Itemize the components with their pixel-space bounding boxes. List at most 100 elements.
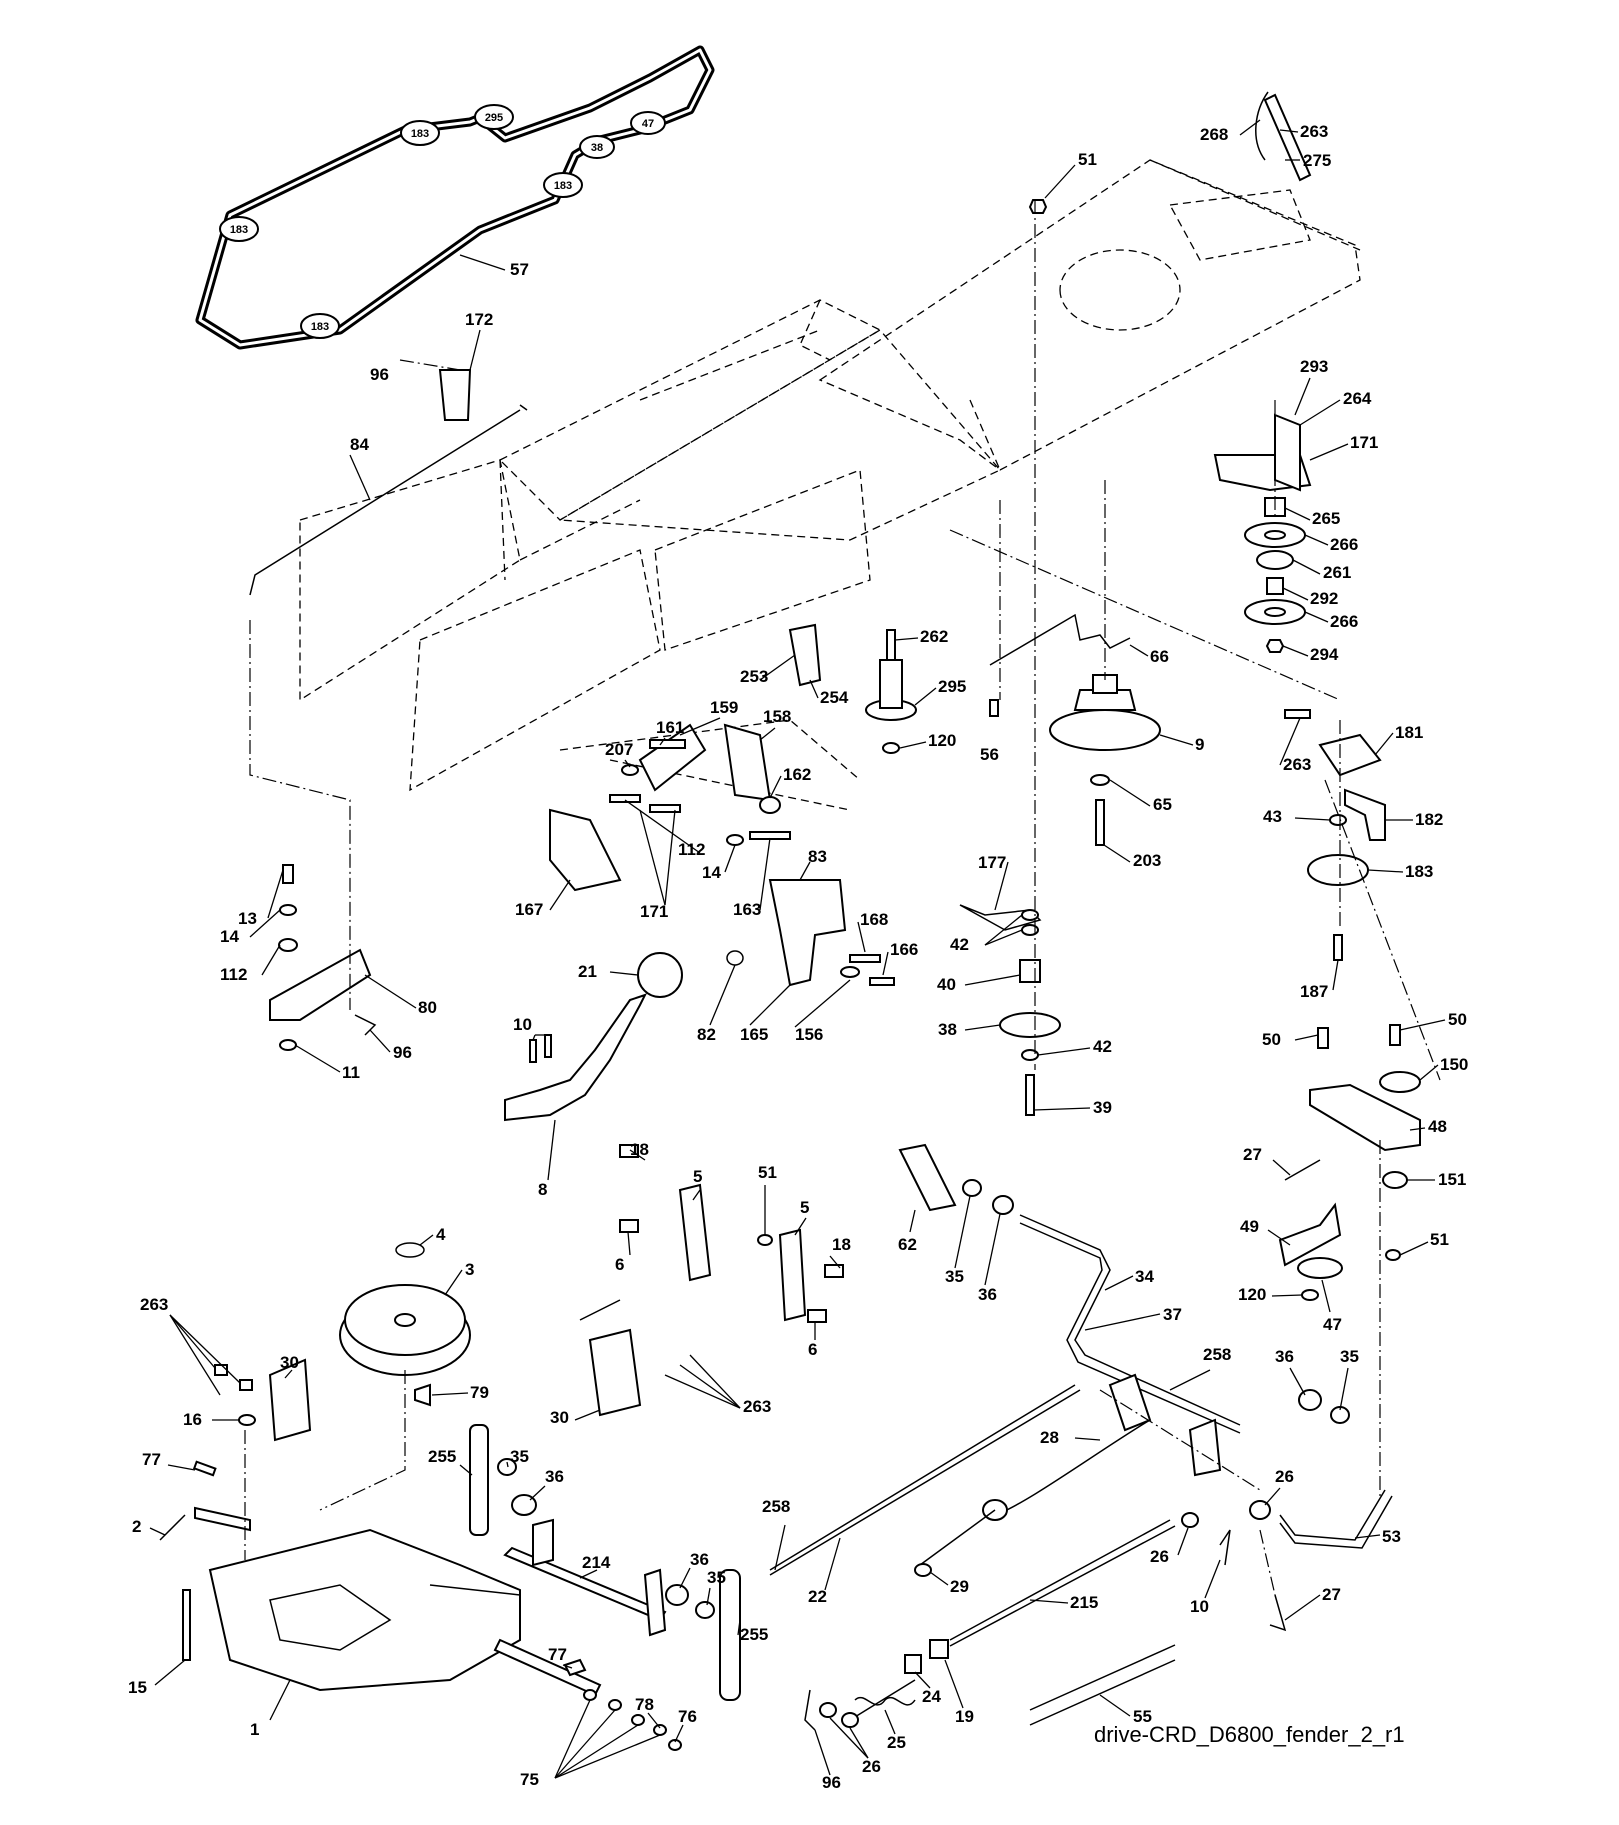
label-27: 27 bbox=[1322, 1585, 1341, 1604]
part-161 bbox=[649, 739, 686, 749]
part-36-c bbox=[992, 1195, 1014, 1215]
label-38: 38 bbox=[938, 1020, 957, 1039]
part-50-a bbox=[1317, 1027, 1329, 1049]
label-83: 83 bbox=[808, 847, 827, 866]
part-255-a bbox=[469, 1424, 489, 1536]
part-35-b bbox=[695, 1601, 715, 1619]
part-215 bbox=[949, 1519, 1171, 1641]
part-2 bbox=[159, 1514, 186, 1541]
label-62: 62 bbox=[898, 1235, 917, 1254]
part-82 bbox=[726, 950, 744, 966]
label-29: 29 bbox=[950, 1577, 969, 1596]
part-207 bbox=[621, 764, 639, 776]
label-261: 261 bbox=[1323, 563, 1351, 582]
label-214: 214 bbox=[582, 1553, 611, 1572]
part-40 bbox=[1019, 959, 1041, 983]
part-8 bbox=[504, 993, 647, 1122]
label-75: 75 bbox=[520, 1770, 539, 1789]
part-18-b bbox=[824, 1264, 844, 1278]
label-22: 22 bbox=[808, 1587, 827, 1606]
part-167 bbox=[549, 808, 622, 892]
part-77-a bbox=[192, 1460, 217, 1477]
label-56: 56 bbox=[980, 745, 999, 764]
part-19 bbox=[929, 1639, 949, 1659]
part-27-a bbox=[1284, 1159, 1321, 1181]
belt-tag-183-b: 183 bbox=[543, 172, 583, 198]
label-158: 158 bbox=[763, 707, 791, 726]
label-203: 203 bbox=[1133, 851, 1161, 870]
label-26-c: 26 bbox=[1275, 1467, 1294, 1486]
label-25: 25 bbox=[887, 1733, 906, 1752]
label-165: 165 bbox=[740, 1025, 768, 1044]
label-255: 255 bbox=[428, 1447, 456, 1466]
label-262: 262 bbox=[920, 627, 948, 646]
label-80: 80 bbox=[418, 998, 437, 1017]
label-183: 183 bbox=[1405, 862, 1433, 881]
label-177: 177 bbox=[978, 853, 1006, 872]
label-171-b: 171 bbox=[640, 902, 668, 921]
part-182 bbox=[1344, 788, 1386, 841]
svg-text:183: 183 bbox=[311, 321, 329, 333]
label-51-c: 51 bbox=[1430, 1230, 1449, 1249]
label-19: 19 bbox=[955, 1707, 974, 1726]
label-35-d: 35 bbox=[1340, 1347, 1359, 1366]
label-163: 163 bbox=[733, 900, 761, 919]
label-36-d: 36 bbox=[1275, 1347, 1294, 1366]
label-2: 2 bbox=[132, 1517, 141, 1536]
label-8: 8 bbox=[538, 1180, 547, 1199]
label-40: 40 bbox=[937, 975, 956, 994]
label-18-b: 18 bbox=[832, 1235, 851, 1254]
label-151: 151 bbox=[1438, 1170, 1466, 1189]
label-150: 150 bbox=[1440, 1055, 1468, 1074]
part-77-b bbox=[563, 1658, 587, 1677]
part-66 bbox=[989, 613, 1131, 666]
part-62 bbox=[898, 1143, 957, 1212]
part-16 bbox=[238, 1414, 256, 1426]
label-112-b: 112 bbox=[220, 965, 247, 984]
label-37: 37 bbox=[1163, 1305, 1182, 1324]
part-38 bbox=[999, 1012, 1061, 1038]
label-263-c: 263 bbox=[1283, 755, 1311, 774]
label-1: 1 bbox=[250, 1720, 259, 1739]
label-9: 9 bbox=[1195, 735, 1204, 754]
belt-tag-183-c: 183 bbox=[219, 216, 259, 242]
label-96-b: 96 bbox=[393, 1043, 412, 1062]
svg-text:38: 38 bbox=[591, 142, 603, 154]
part-47 bbox=[1297, 1257, 1343, 1279]
label-161: 161 bbox=[656, 718, 684, 737]
part-263-bolt bbox=[1284, 709, 1311, 719]
part-25 bbox=[854, 1696, 916, 1706]
part-112 bbox=[278, 938, 298, 952]
label-43: 43 bbox=[1263, 807, 1282, 826]
part-151 bbox=[1382, 1171, 1408, 1189]
part-261 bbox=[1256, 550, 1294, 570]
part-30-a bbox=[268, 1358, 312, 1442]
part-27-b bbox=[1269, 1594, 1287, 1632]
svg-text:295: 295 bbox=[485, 112, 503, 124]
belt-pulley-tags: 183 295 47 38 183 183 183 bbox=[219, 104, 666, 339]
part-203 bbox=[1095, 799, 1105, 846]
label-49: 49 bbox=[1240, 1217, 1259, 1236]
part-163 bbox=[749, 831, 791, 840]
part-268 bbox=[1263, 93, 1312, 182]
label-162: 162 bbox=[783, 765, 811, 784]
part-50-b bbox=[1389, 1024, 1401, 1046]
label-263-e: 263 bbox=[743, 1397, 771, 1416]
belt-tag-38: 38 bbox=[579, 135, 615, 159]
label-26: 26 bbox=[1150, 1547, 1169, 1566]
part-120 bbox=[882, 742, 900, 754]
part-11 bbox=[279, 1039, 297, 1051]
label-295: 295 bbox=[938, 677, 966, 696]
label-258-b: 258 bbox=[762, 1497, 790, 1516]
label-5: 5 bbox=[693, 1167, 702, 1186]
label-96: 96 bbox=[370, 365, 389, 384]
label-266: 266 bbox=[1330, 535, 1358, 554]
part-171 bbox=[609, 794, 641, 803]
part-18-a bbox=[619, 1144, 639, 1158]
label-30-b: 30 bbox=[550, 1408, 569, 1427]
label-82: 82 bbox=[697, 1025, 716, 1044]
part-10-a bbox=[529, 1039, 537, 1063]
label-266-b: 266 bbox=[1330, 612, 1358, 631]
part-9 bbox=[1049, 709, 1161, 751]
